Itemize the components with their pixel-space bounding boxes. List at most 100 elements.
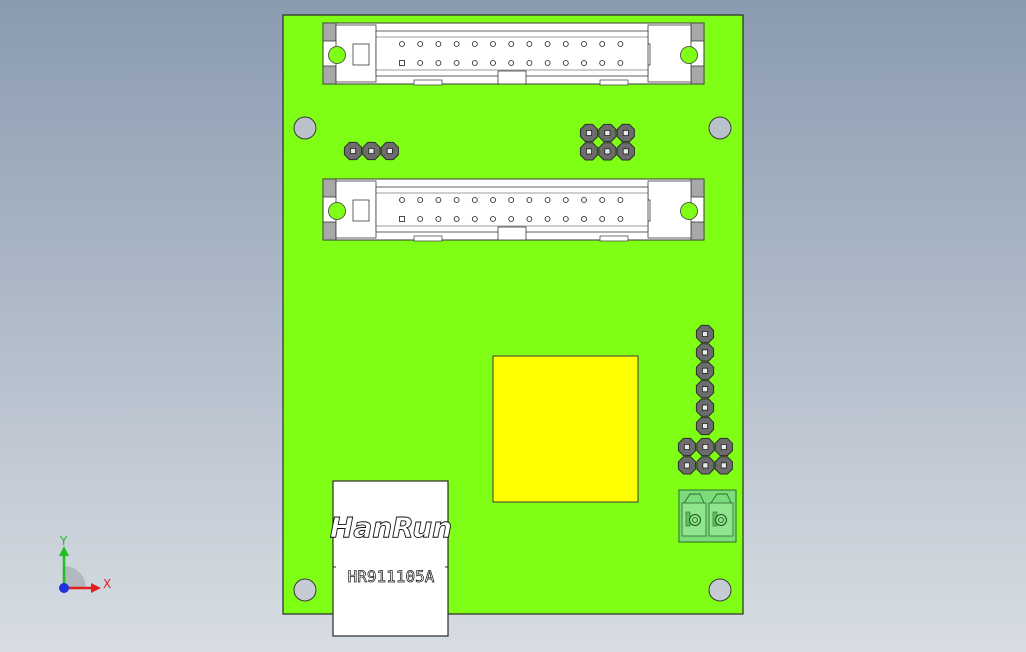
- terminal-screw-2[interactable]: [715, 514, 727, 526]
- idc-pin: [617, 197, 624, 203]
- idc-pin-field: [375, 30, 649, 77]
- idc-pin: [453, 41, 460, 47]
- mounting-hole-top-left[interactable]: [293, 116, 317, 140]
- idc-pin: [490, 197, 496, 203]
- triad-y-arrow: [59, 546, 69, 556]
- header-pin-post: [604, 129, 611, 136]
- idc-pin: [508, 197, 515, 203]
- triad-x-label: X: [103, 577, 111, 591]
- idc-side-block-left: [352, 199, 370, 222]
- idc-pin: [581, 41, 587, 47]
- idc-pin: [508, 216, 515, 222]
- idc-pin: [417, 216, 424, 222]
- idc-key-notch: [497, 70, 527, 85]
- terminal-wedge-2: [710, 493, 732, 504]
- idc-connector-bottom[interactable]: [322, 178, 705, 242]
- terminal-screw-2-core: [718, 517, 724, 523]
- idc-pin: [599, 60, 606, 66]
- idc-pin: [599, 197, 606, 203]
- header-pin-post: [702, 349, 709, 356]
- idc-tab-left: [413, 79, 443, 86]
- rj45-jack[interactable]: HanRun HR911105A: [329, 480, 453, 637]
- idc-pin: [562, 60, 569, 66]
- idc-pin: [562, 41, 569, 47]
- idc-pin: [526, 216, 533, 222]
- idc-pin: [562, 197, 569, 203]
- rj45-body: [332, 480, 449, 637]
- triad-x-arrow: [91, 583, 101, 593]
- header-pin-post: [604, 148, 611, 155]
- triad-xy-plane: [64, 566, 86, 588]
- idc-latch-bottom-left: [322, 65, 337, 85]
- header-pin-post: [702, 422, 709, 429]
- idc-pin: [471, 41, 478, 47]
- mounting-holes: [293, 116, 732, 602]
- terminal-screw-1[interactable]: [689, 514, 701, 526]
- idc-pin: [599, 216, 606, 222]
- idc-connector-top[interactable]: [322, 22, 705, 86]
- idc-pin: [490, 60, 496, 66]
- idc-pin: [581, 216, 587, 222]
- idc-latch-bottom-right: [690, 221, 705, 241]
- terminal-block[interactable]: [678, 489, 737, 543]
- idc-pin: [471, 197, 478, 203]
- idc-pin: [544, 197, 551, 203]
- idc-pin: [453, 216, 460, 222]
- idc-pin: [435, 197, 442, 203]
- idc-tab-left: [413, 235, 443, 242]
- idc-pin: [508, 41, 515, 47]
- idc-pin: [490, 216, 496, 222]
- pin-header-2x3-bottom[interactable]: [677, 437, 733, 475]
- mounting-hole-bottom-left[interactable]: [293, 578, 317, 602]
- header-pin-post: [386, 147, 393, 154]
- idc-latch-top-right: [690, 22, 705, 42]
- rj45-part-number-label: HR911105A: [348, 567, 435, 586]
- pin-header-1x3[interactable]: [343, 141, 399, 161]
- idc-pin: [617, 41, 624, 47]
- idc-pin: [581, 197, 587, 203]
- idc-pin: [453, 60, 460, 66]
- rj45-brand-label: HanRun: [330, 511, 452, 544]
- header-pin-post: [586, 129, 593, 136]
- header-pin-post: [720, 462, 727, 469]
- header-pin-post: [720, 443, 727, 450]
- header-pin-post: [702, 367, 709, 374]
- mounting-hole-top-right[interactable]: [708, 116, 732, 140]
- header-pin-post: [702, 462, 709, 469]
- idc-pin: [526, 197, 533, 203]
- pin-header-2x3-top[interactable]: [579, 123, 635, 161]
- mounting-hole-bottom-right[interactable]: [708, 578, 732, 602]
- idc-peg-right: [680, 202, 698, 220]
- idc-pin: [544, 216, 551, 222]
- header-pin-post: [702, 443, 709, 450]
- header-pin-post: [349, 147, 356, 154]
- pin-header-1x6[interactable]: [695, 324, 715, 436]
- idc-pin: [544, 41, 551, 47]
- idc-latch-top-left: [322, 178, 337, 198]
- idc-pin: [435, 216, 442, 222]
- idc-latch-top-right: [690, 178, 705, 198]
- idc-latch-bottom-left: [322, 221, 337, 241]
- idc-pin: [471, 60, 478, 66]
- idc-peg-left: [328, 202, 346, 220]
- idc-pin: [490, 41, 496, 47]
- idc-pin: [617, 216, 624, 222]
- idc-pin: [453, 197, 460, 203]
- idc-pin: [399, 197, 405, 203]
- idc-pin: [435, 60, 442, 66]
- idc-pin: [399, 216, 405, 222]
- idc-pin: [581, 60, 587, 66]
- header-pin-post: [702, 404, 709, 411]
- header-pin-post: [586, 148, 593, 155]
- idc-pin-field: [375, 186, 649, 233]
- idc-key-notch: [497, 226, 527, 241]
- ic-chip[interactable]: [492, 355, 639, 503]
- idc-pin: [417, 41, 424, 47]
- idc-peg-left: [328, 46, 346, 64]
- header-pin-post: [702, 386, 709, 393]
- idc-peg-right: [680, 46, 698, 64]
- idc-pin: [526, 41, 533, 47]
- header-pin-post: [702, 330, 709, 337]
